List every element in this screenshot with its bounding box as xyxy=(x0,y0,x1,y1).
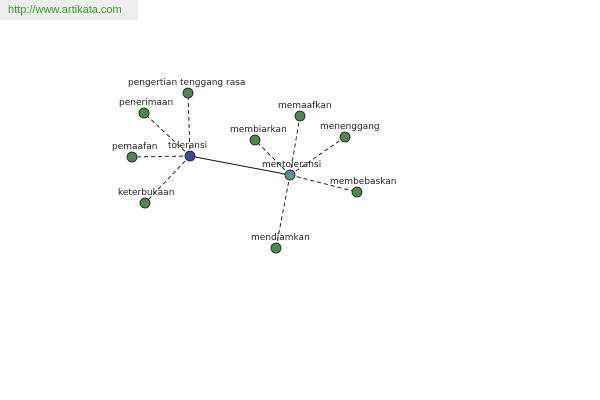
node-toleransi[interactable] xyxy=(184,150,196,162)
graph-labels: toleransi mentoleransi pengertian tenggang… xyxy=(112,78,397,243)
node-membebaskan[interactable] xyxy=(351,186,363,198)
edge-toleransi-pengertian xyxy=(187,92,191,157)
edge-toleransi-mentoleransi xyxy=(189,155,291,176)
edge-mentoleransi-membiarkan xyxy=(254,139,291,176)
label-toleransi[interactable]: toleransi xyxy=(168,141,207,151)
node-pengertian[interactable] xyxy=(182,87,194,99)
label-memaafkan[interactable]: memaafkan xyxy=(278,101,332,111)
graph-nodes xyxy=(126,87,363,254)
site-url-link[interactable]: http://www.artikata.com xyxy=(8,4,122,16)
edge-mentoleransi-mendiamkan xyxy=(275,174,291,249)
node-memaafkan[interactable] xyxy=(294,110,306,122)
url-banner: http://www.artikata.com xyxy=(0,0,138,20)
edge-toleransi-keterbukaan xyxy=(144,155,191,204)
label-pengertian[interactable]: pengertian tenggang rasa xyxy=(128,78,245,88)
label-penerimaan[interactable]: penerimaan xyxy=(119,98,173,108)
node-keterbukaan[interactable] xyxy=(139,197,151,209)
node-mendiamkan[interactable] xyxy=(270,242,282,254)
node-pemaafan[interactable] xyxy=(126,151,138,163)
label-membebaskan[interactable]: membebaskan xyxy=(330,177,397,187)
edge-mentoleransi-membebaskan xyxy=(289,174,358,193)
node-menenggang[interactable] xyxy=(339,131,351,143)
edge-toleransi-penerimaan xyxy=(143,112,191,157)
edge-mentoleransi-memaafkan xyxy=(289,115,301,176)
node-membiarkan[interactable] xyxy=(249,134,261,146)
label-membiarkan[interactable]: membiarkan xyxy=(230,125,287,135)
label-menenggang[interactable]: menenggang xyxy=(320,122,380,132)
label-keterbukaan[interactable]: keterbukaan xyxy=(118,188,174,198)
graph-edges xyxy=(131,92,358,249)
node-penerimaan[interactable] xyxy=(138,107,150,119)
label-mendiamkan[interactable]: mendiamkan xyxy=(251,233,310,243)
edge-toleransi-pemaafan xyxy=(131,155,191,158)
label-mentoleransi[interactable]: mentoleransi xyxy=(262,160,321,170)
label-pemaafan[interactable]: pemaafan xyxy=(112,142,157,152)
node-mentoleransi[interactable] xyxy=(284,169,296,181)
